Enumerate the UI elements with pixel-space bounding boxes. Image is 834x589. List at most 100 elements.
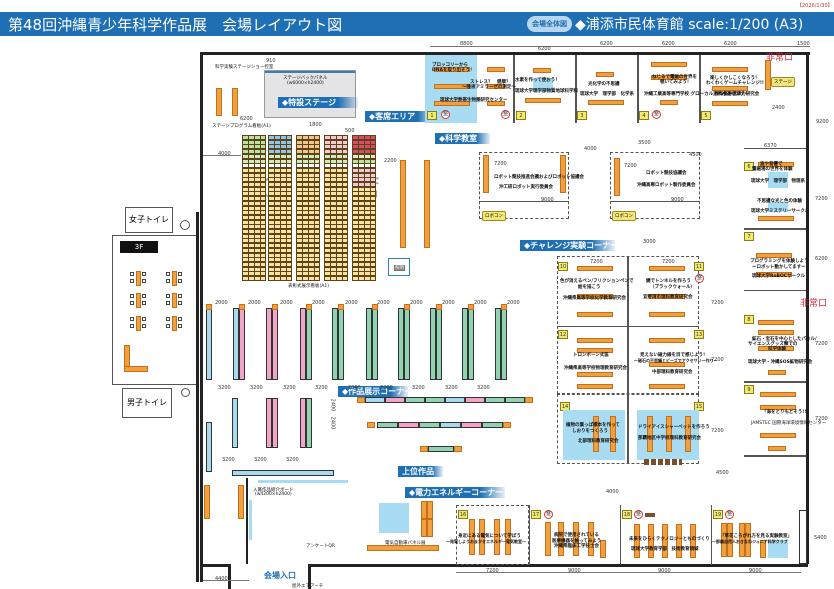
- booth-number-16: 16: [458, 510, 468, 519]
- exhibit-row: [501, 308, 507, 380]
- booth-4-title-2: 覗いてみよう！: [660, 80, 692, 85]
- table: [434, 67, 470, 72]
- seat-row: [296, 257, 320, 263]
- seat-row: [324, 252, 348, 258]
- table: [545, 522, 551, 556]
- aisle-dim-top: 2000: [507, 300, 520, 306]
- kanji-marker: 整: [544, 510, 553, 519]
- seat-row: [352, 266, 376, 272]
- dim-bottom-9000: 9000: [568, 568, 581, 574]
- booth-number-15: 15: [694, 402, 704, 411]
- chair: [142, 301, 146, 305]
- dim-top-3: 6200: [600, 41, 613, 47]
- page-title: 第48回沖縄青少年科学作品展 会場レイアウト図: [8, 16, 343, 34]
- award-board: 入賞作品紹介ボード: [253, 488, 294, 493]
- booth-number-6: 6: [744, 162, 754, 171]
- seat-row: [242, 261, 266, 267]
- seat-row: [296, 182, 320, 187]
- seat-row: [324, 177, 348, 183]
- mens-toilet[interactable]: 男子トイレ: [122, 388, 172, 418]
- booth-9-org: JAMSTEC 国際海洋環境情報センター: [751, 421, 827, 426]
- booth-number-18: 18: [622, 510, 632, 519]
- stage-panel-label: ステージバックパネル: [283, 76, 328, 81]
- emergency-exit-right[interactable]: 非常口: [800, 299, 828, 309]
- seat-row: [268, 191, 292, 197]
- table: [560, 155, 566, 193]
- aisle-dim-bottom: 3200: [348, 385, 361, 391]
- seat-row: [296, 233, 320, 239]
- exhibit-row-h: [365, 397, 385, 403]
- seat-row: [242, 271, 266, 277]
- exhibit-row-h: [445, 397, 465, 403]
- table-cap: [454, 446, 462, 452]
- booth-1b-title: ストレス？ 健康？: [470, 80, 511, 85]
- seat-row: [324, 210, 348, 216]
- aisle-dim-bottom: 3200: [380, 385, 393, 391]
- booth-3-title: 光化学の不思議: [588, 82, 620, 87]
- aisle-dim-top: 2000: [312, 300, 325, 306]
- womens-toilet[interactable]: 女子トイレ: [125, 207, 173, 233]
- seat-row: [268, 210, 292, 216]
- seat-row: [352, 144, 376, 150]
- table: [651, 62, 687, 67]
- exhibit-row: [338, 308, 344, 380]
- booth-9-title: 「海をとりもどそう!!」: [762, 410, 811, 415]
- venue-scale: ◆浦添市民体育館 scale:1/200 (A3): [575, 17, 804, 33]
- table: [760, 405, 796, 410]
- booth-number-19: 19: [713, 510, 723, 519]
- chair: [178, 324, 182, 328]
- dim-top-4: 6200: [662, 41, 675, 47]
- entrance-label[interactable]: 会場入口: [264, 571, 296, 580]
- seat-row: [268, 219, 292, 225]
- dim-grid-4000: 4000: [606, 489, 619, 495]
- booth-17-title-2: 医療機器を触ってみよう: [552, 539, 602, 544]
- west-wall-lower: [200, 252, 203, 582]
- table: [469, 519, 475, 555]
- seat-row: [296, 229, 320, 234]
- seat-row: [324, 266, 348, 272]
- exhibit-row: [300, 308, 306, 380]
- stage-panel-size: (w6000×h2400): [287, 81, 324, 86]
- seat-row: [324, 158, 348, 164]
- seat-row: [268, 276, 292, 281]
- audience-sign: 表彰式展示看板(A1): [288, 284, 329, 289]
- table: [758, 162, 794, 167]
- table: [577, 266, 613, 271]
- emergency-exit-top[interactable]: 非常口: [766, 53, 794, 63]
- table-cap: [525, 397, 533, 403]
- seat-row: [352, 200, 376, 206]
- robocon-2-org-2: 沖縄高専ロボット製作委員会: [637, 183, 696, 188]
- table: [588, 100, 624, 105]
- fire-hydrant-box: [799, 510, 807, 564]
- table: [685, 416, 691, 452]
- chair: [166, 301, 170, 305]
- seat-row: [352, 219, 376, 225]
- dim-grid-7200-c: 7200: [711, 300, 724, 306]
- table: [649, 338, 685, 343]
- exhibit-row: [232, 470, 334, 476]
- aisle-dim-bottom: 3200: [283, 385, 296, 391]
- booth-8-title-3: 科学体験: [768, 347, 786, 352]
- aisle-dim-bottom: 3200: [445, 385, 458, 391]
- seat-row: [324, 191, 348, 197]
- seat-row: [268, 247, 292, 253]
- seat-row: [324, 224, 348, 230]
- seat-row: [324, 144, 348, 150]
- room-table: [136, 271, 141, 286]
- seat-row: [242, 182, 266, 187]
- exhibit-row: [468, 308, 474, 380]
- seat-row: [242, 158, 266, 164]
- table: [768, 370, 786, 375]
- booth-8-title: 鉱石・宝石を中心としたパネル/: [752, 337, 817, 342]
- table: [666, 416, 672, 452]
- table: [662, 524, 668, 558]
- table: [483, 155, 489, 193]
- table: [505, 519, 511, 555]
- l-table: [124, 366, 148, 372]
- booth-16-title-2: 〜発電しようおまかせエネルギー電気教室〜: [446, 539, 526, 544]
- booth-11-title-2: （ブラックウォール）: [650, 285, 695, 290]
- seat-row: [242, 153, 266, 159]
- aisle-dim-top: 2000: [280, 300, 293, 306]
- booth-10-org: 沖縄県高等学校化学教育研究会: [563, 296, 626, 301]
- booth-8-title-2: サイエンスグッズ類での: [748, 342, 798, 347]
